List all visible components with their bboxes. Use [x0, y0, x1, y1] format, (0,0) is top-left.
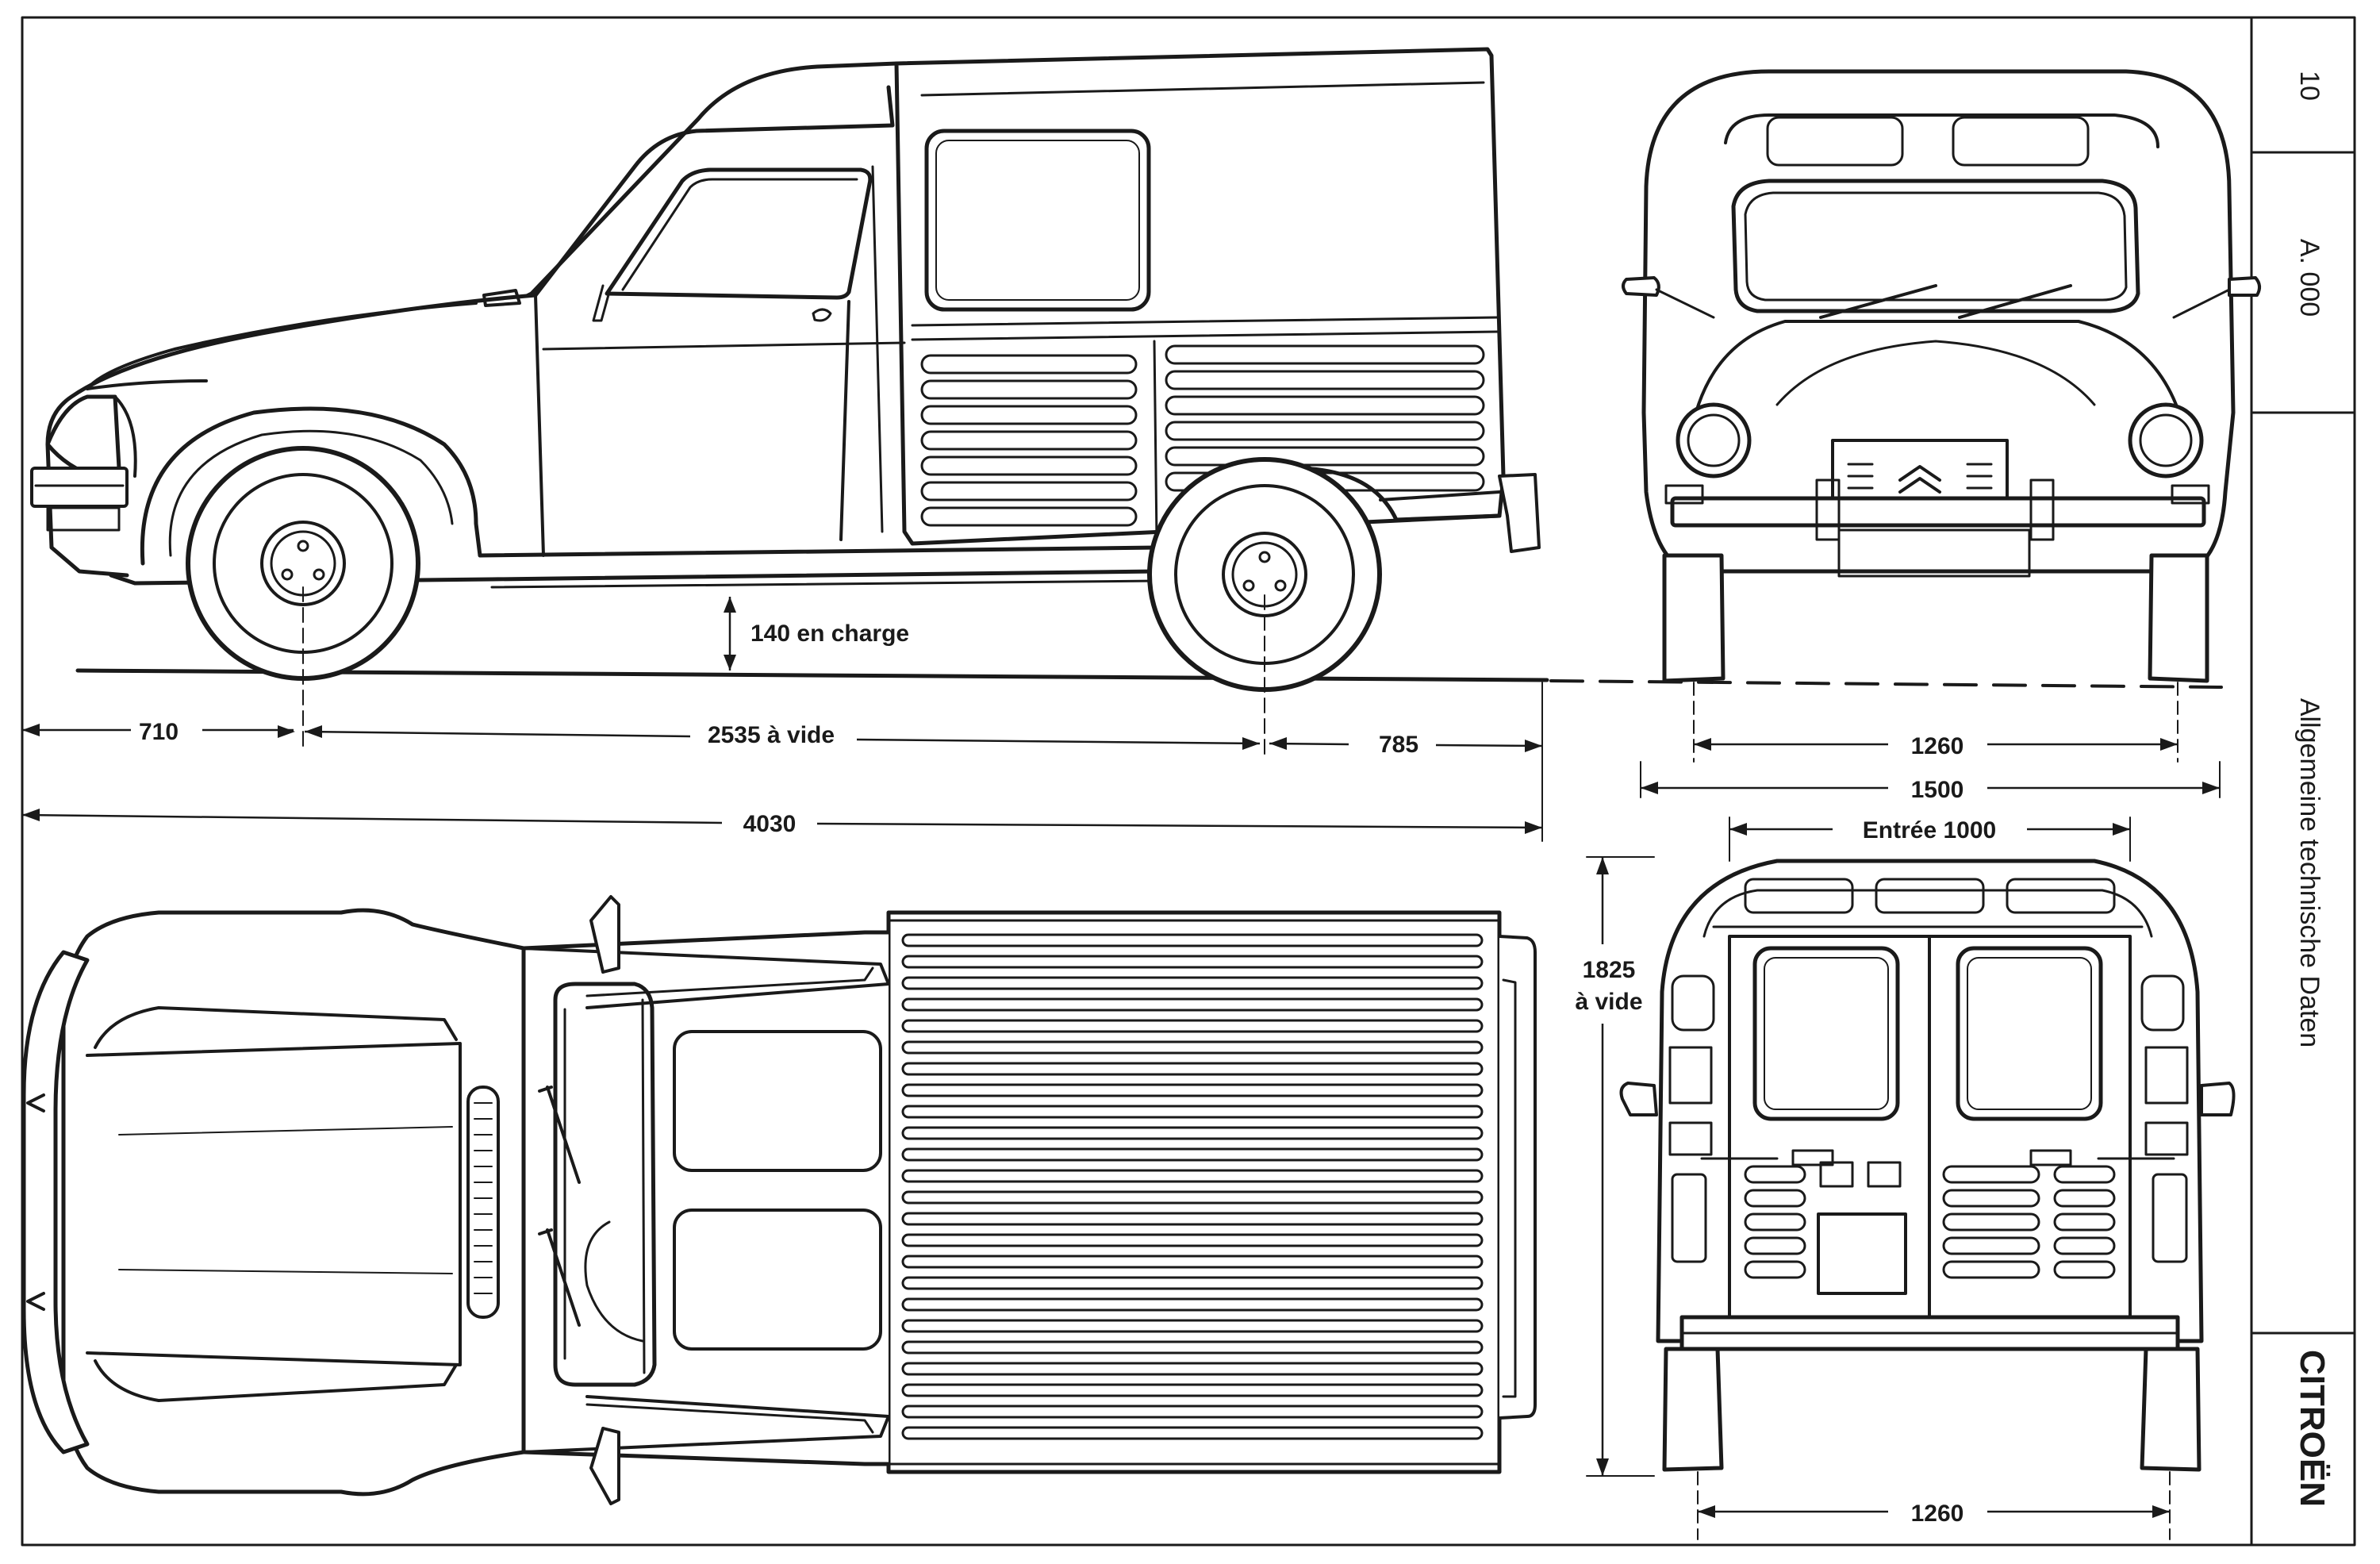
title-block: 10 A. 000 Allgemeine technische Daten CI… — [2293, 71, 2332, 1507]
dim-overall-height: 1825 — [1583, 957, 1636, 983]
sheet-caption: Allgemeine technische Daten — [2294, 698, 2324, 1047]
top-view — [21, 895, 1537, 1505]
dim-wheelbase: 2535 à vide — [708, 722, 835, 748]
dim-overall-length: 4030 — [743, 811, 797, 837]
sheet-number: 10 — [2294, 71, 2324, 101]
side-louvers-left — [920, 354, 1138, 527]
rear-wheel — [1147, 457, 1382, 692]
rear-view — [1619, 859, 2236, 1540]
roof-ribs — [901, 933, 1484, 1440]
dim-front-track: 1260 — [1911, 733, 1964, 759]
model-code: A. 000 — [2294, 239, 2324, 317]
dim-front-overhang: 710 — [139, 719, 178, 745]
side-dimensions: 140 en charge 710 2535 à vide 785 4030 — [21, 597, 1543, 842]
front-wheel — [186, 446, 420, 681]
dim-rear-overhang: 785 — [1379, 732, 1418, 758]
dim-height-note: à vide — [1575, 989, 1642, 1015]
citroen-logo: CITROËN — [2293, 1350, 2332, 1507]
dim-rear-door-width: Entrée 1000 — [1863, 817, 1996, 843]
front-view — [1622, 69, 2261, 763]
side-view — [30, 47, 1541, 759]
front-dimensions: 1260 1500 — [1640, 733, 2221, 803]
dim-rear-track: 1260 — [1911, 1501, 1964, 1527]
ground-line-dash — [1549, 679, 2223, 689]
rear-dimensions: Entrée 1000 1825 à vide 1260 — [1575, 817, 2170, 1527]
dim-overall-width: 1500 — [1911, 777, 1964, 803]
dim-ground-clearance: 140 en charge — [750, 621, 909, 647]
rear-louvers — [1744, 1165, 2116, 1279]
